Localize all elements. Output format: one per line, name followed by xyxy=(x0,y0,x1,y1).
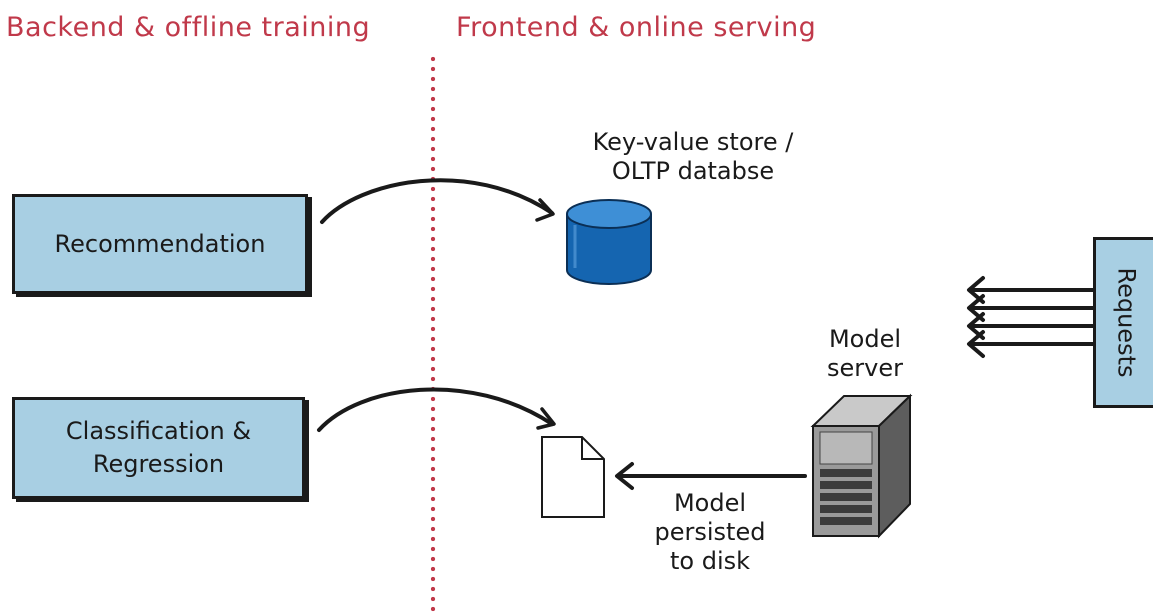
database-icon xyxy=(566,199,652,285)
arrow-classification-to-document xyxy=(317,387,556,432)
kv-store-label: Key-value store / OLTP databse xyxy=(548,128,838,186)
model-persisted-label: Model persisted to disk xyxy=(630,489,790,576)
model-persisted-label-line-2: persisted xyxy=(654,518,766,546)
model-persisted-label-line-3: to disk xyxy=(669,547,751,575)
model-server-label-line-2: server xyxy=(827,354,903,382)
section-divider xyxy=(430,54,436,615)
kv-store-label-line-1: Key-value store / xyxy=(592,128,794,156)
server-icon xyxy=(810,393,913,539)
recommendation-label: Recommendation xyxy=(54,229,266,258)
arrow-recommendation-to-database xyxy=(320,178,555,224)
classification-label-line-2: Regression xyxy=(92,450,225,478)
arrow-server-to-document xyxy=(615,462,807,490)
recommendation-box: Recommendation xyxy=(12,194,308,294)
kv-store-label-line-2: OLTP databse xyxy=(611,157,775,185)
classification-label-line-1: Classification & xyxy=(65,417,252,445)
model-persisted-label-line-1: Model xyxy=(673,489,747,517)
heading-backend-offline-training: Backend & offline training xyxy=(6,12,371,43)
heading-frontend-online-serving: Frontend & online serving xyxy=(456,12,817,43)
model-server-label-line-1: Model xyxy=(828,325,902,353)
model-server-label: Model server xyxy=(800,325,930,383)
document-icon xyxy=(541,436,605,518)
requests-box: Requests xyxy=(1093,237,1153,408)
classification-regression-box: Classification & Regression xyxy=(12,397,305,499)
request-arrows xyxy=(967,276,1095,358)
